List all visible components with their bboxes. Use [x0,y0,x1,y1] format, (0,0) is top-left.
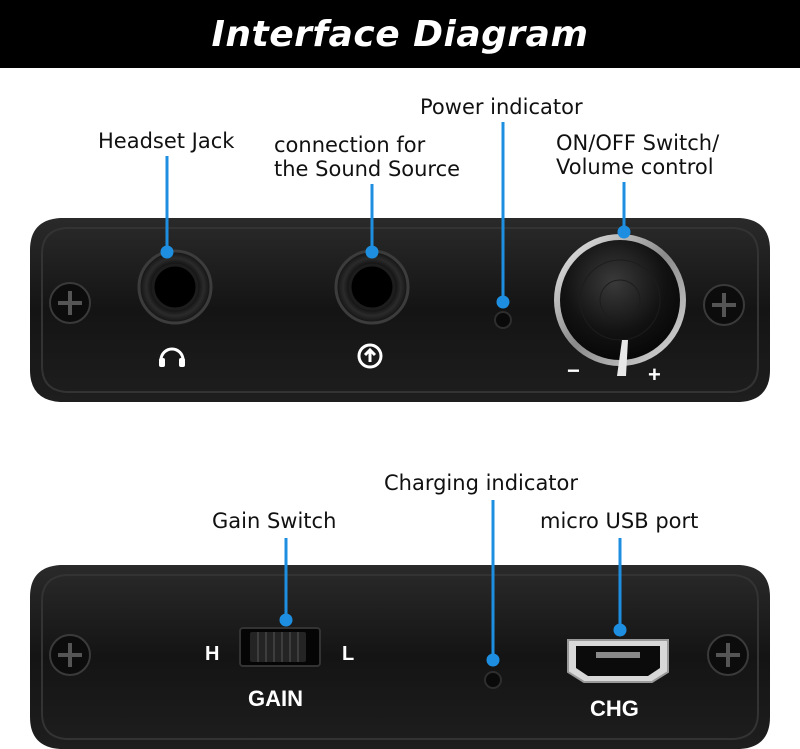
leader-micro-usb [613,538,627,637]
label-onoff-1: ON/OFF Switch/ [556,131,720,155]
leader-power-indicator [496,122,510,309]
label-onoff-2: Volume control [556,155,714,179]
power-indicator-led [494,311,512,329]
volume-minus-mark: − [567,358,580,383]
label-power-indicator: Power indicator [420,95,583,119]
diagram-title: Interface Diagram [211,13,589,55]
front-panel: − + [30,218,770,402]
leader-charging-indicator [486,500,500,667]
leader-onoff-volume [617,182,631,239]
title-bar: Interface Diagram [0,0,800,68]
screw-icon [703,284,745,326]
leader-lines [160,122,631,667]
leader-sound-source [365,184,379,259]
screw-icon [707,634,749,676]
label-charging-indicator: Charging indicator [384,471,579,495]
volume-knob[interactable] [554,234,686,376]
audio-input-icon [357,343,383,369]
micro-usb-port[interactable] [567,639,669,683]
charging-indicator-led [484,671,502,689]
gain-switch[interactable] [239,627,321,667]
back-panel: H L GAIN CHG [30,565,770,749]
screw-icon [49,634,91,676]
leader-headset-jack [160,156,174,259]
label-headset-jack: Headset Jack [98,129,235,153]
headphone-icon [159,347,185,367]
screw-icon [49,282,91,324]
label-gain-switch: Gain Switch [212,509,337,533]
volume-plus-mark: + [648,362,661,387]
label-micro-usb: micro USB port [540,509,699,533]
headset-jack[interactable] [137,249,213,325]
label-sound-source-2: the Sound Source [274,157,461,181]
gain-high-mark: H [205,643,219,665]
gain-low-mark: L [342,643,354,665]
gain-mark: GAIN [248,686,303,711]
chg-mark: CHG [590,696,639,721]
sound-source-jack[interactable] [334,249,410,325]
label-sound-source-1: connection for [274,133,426,157]
leader-gain-switch [279,538,293,627]
